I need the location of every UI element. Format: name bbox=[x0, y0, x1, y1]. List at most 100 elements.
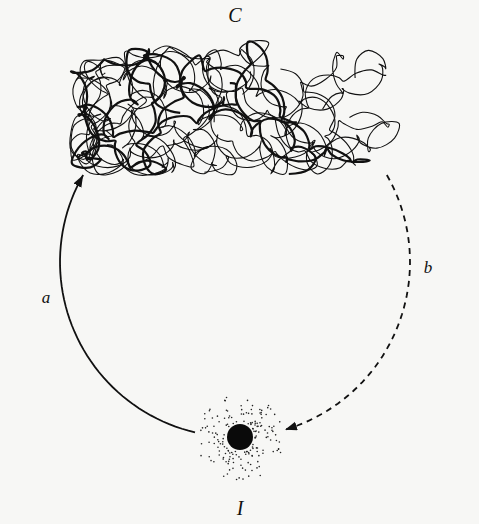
speckle bbox=[232, 453, 234, 455]
speckle bbox=[276, 440, 278, 442]
speckle bbox=[255, 430, 257, 432]
heading-slot: I bbox=[195, 498, 285, 519]
speckle bbox=[242, 467, 244, 469]
speckle bbox=[240, 405, 242, 407]
speckle bbox=[252, 428, 254, 430]
speckle bbox=[258, 455, 260, 457]
speckle bbox=[254, 436, 256, 438]
speckle bbox=[261, 410, 263, 412]
speckle bbox=[229, 456, 231, 458]
speckle bbox=[254, 424, 256, 426]
speckle bbox=[262, 449, 264, 451]
speckle bbox=[272, 451, 274, 453]
speckle bbox=[248, 413, 250, 415]
speckle bbox=[250, 424, 252, 426]
speckle bbox=[218, 421, 220, 423]
speckle bbox=[215, 432, 217, 434]
speckle bbox=[243, 413, 245, 415]
speckle bbox=[246, 451, 248, 453]
speckle bbox=[256, 426, 258, 428]
speckle bbox=[243, 421, 245, 423]
speckle bbox=[259, 409, 261, 411]
speckle bbox=[238, 456, 240, 458]
speckle bbox=[213, 443, 215, 445]
speckle bbox=[278, 448, 280, 450]
speckle bbox=[208, 456, 210, 458]
speckle bbox=[270, 408, 272, 410]
speckle bbox=[202, 427, 204, 429]
speckle bbox=[256, 447, 258, 449]
cycle-arrow bbox=[60, 175, 195, 432]
speckle bbox=[259, 412, 261, 414]
speckle bbox=[268, 405, 270, 407]
speckle bbox=[266, 437, 268, 439]
label-slot: b bbox=[424, 259, 433, 277]
speckle bbox=[252, 444, 254, 446]
speckle bbox=[228, 450, 230, 452]
speckle bbox=[206, 425, 208, 427]
speckle bbox=[256, 451, 258, 453]
speckle bbox=[235, 451, 237, 453]
speckle bbox=[229, 452, 231, 454]
speckle bbox=[233, 462, 235, 464]
speckle bbox=[248, 453, 250, 455]
speckle bbox=[208, 441, 210, 443]
speckle bbox=[257, 447, 259, 449]
speckle bbox=[229, 469, 231, 471]
tangle-cloud-outline bbox=[70, 40, 400, 175]
speckle bbox=[251, 455, 253, 457]
speckle bbox=[222, 458, 224, 460]
speckle bbox=[209, 410, 211, 412]
speckle bbox=[258, 431, 260, 433]
shape-group bbox=[70, 41, 400, 176]
speckle bbox=[204, 413, 206, 415]
speckle bbox=[222, 441, 224, 443]
heading-slot: C bbox=[70, 5, 400, 26]
speckle bbox=[254, 437, 256, 439]
speckle bbox=[267, 432, 269, 434]
speckle bbox=[254, 421, 256, 423]
speckle bbox=[252, 446, 254, 448]
speckle bbox=[213, 425, 215, 427]
speckle bbox=[204, 418, 206, 420]
speckled-dot: I bbox=[195, 392, 285, 482]
speckle bbox=[240, 464, 242, 466]
speckle bbox=[223, 457, 225, 459]
speckle bbox=[273, 426, 275, 428]
speckle bbox=[268, 426, 270, 428]
speckle bbox=[225, 453, 227, 455]
speckle bbox=[222, 443, 224, 445]
speckle bbox=[210, 460, 212, 462]
speckle bbox=[279, 441, 281, 443]
speckle bbox=[200, 455, 202, 457]
speckle bbox=[212, 417, 214, 419]
speckle bbox=[259, 475, 261, 477]
speckle bbox=[246, 412, 248, 414]
speckle bbox=[242, 478, 244, 480]
speckle bbox=[265, 414, 267, 416]
speckle bbox=[251, 422, 253, 424]
tangle-cloud: C bbox=[70, 40, 400, 175]
speckle bbox=[261, 425, 263, 427]
speckle bbox=[247, 400, 249, 402]
speckle bbox=[220, 443, 222, 445]
speckle bbox=[270, 439, 272, 441]
speckle bbox=[258, 466, 260, 468]
speckle bbox=[251, 413, 253, 415]
speckle bbox=[218, 441, 220, 443]
tangle-strand bbox=[71, 60, 251, 174]
speckle bbox=[251, 470, 253, 472]
speckle bbox=[219, 450, 221, 452]
speckle bbox=[248, 475, 250, 477]
speckle bbox=[208, 431, 210, 433]
speckle bbox=[245, 453, 247, 455]
tangle-strand bbox=[73, 71, 211, 175]
speckle bbox=[252, 448, 254, 450]
speckle bbox=[275, 434, 277, 436]
speckle bbox=[228, 417, 230, 419]
speckle bbox=[245, 469, 247, 471]
speckle bbox=[201, 443, 203, 445]
speckle bbox=[228, 461, 230, 463]
speckle bbox=[217, 447, 219, 449]
